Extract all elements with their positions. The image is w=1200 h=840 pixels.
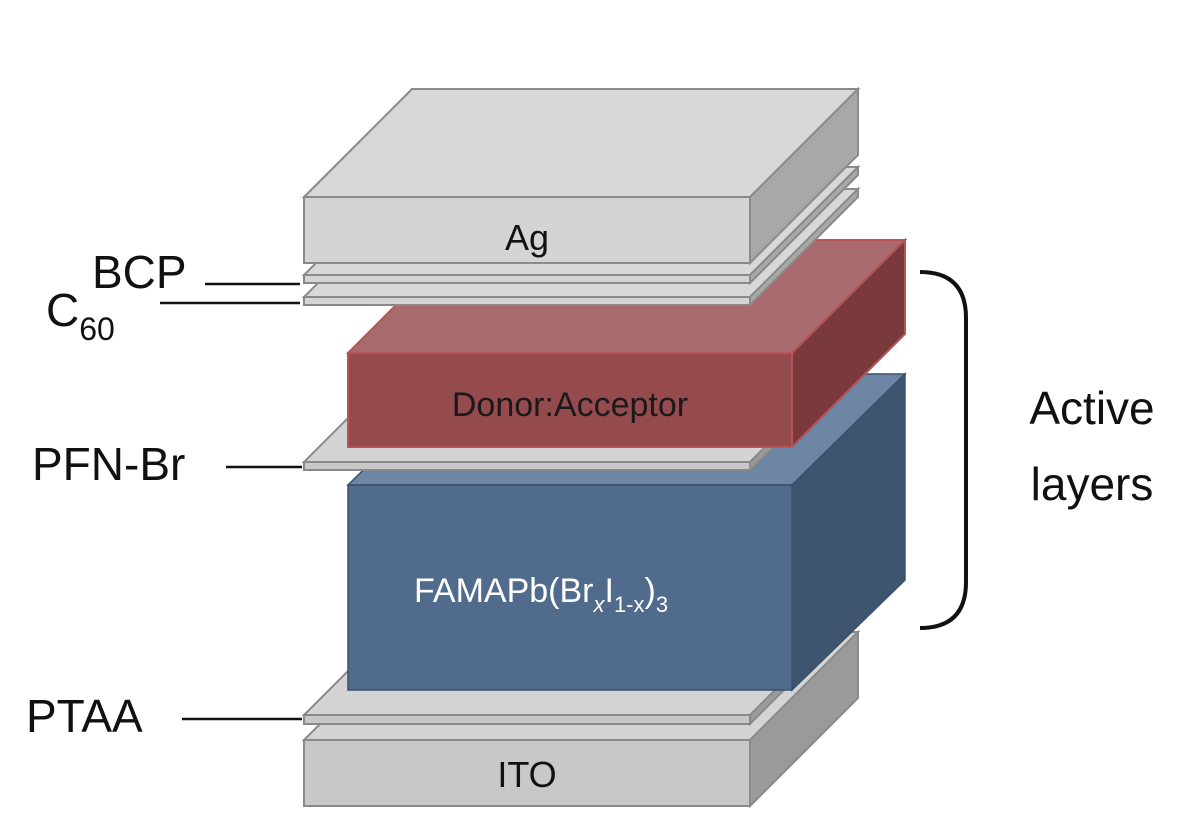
donor-acceptor-front — [347, 352, 793, 448]
active-layers-label-line2: layers — [1031, 458, 1154, 510]
ito-label: ITO — [497, 754, 556, 795]
ag-layer: Ag — [301, 86, 861, 266]
pfnbr-label: PFN-Br — [32, 438, 185, 490]
ptaa-front — [303, 714, 751, 725]
perovskite-label: FAMAPb(BrxI1-x)3 — [414, 572, 668, 617]
pfnbr-front — [303, 461, 751, 471]
perovskite-front — [347, 484, 793, 691]
active-layers-bracket — [919, 270, 968, 630]
bcp-front — [303, 274, 751, 284]
ag-label: Ag — [505, 217, 549, 258]
bcp-label: BCP — [92, 246, 187, 298]
ag-front — [303, 196, 751, 264]
donor-acceptor-label: Donor:Acceptor — [452, 386, 688, 424]
perovskite-layer: FAMAPb(BrxI1-x)3 — [346, 372, 907, 692]
ito-front — [303, 739, 751, 807]
c60-front — [303, 296, 751, 306]
c60-label: C60 — [46, 284, 115, 347]
active-layers-label: Active — [1029, 382, 1154, 434]
ptaa-label: PTAA — [26, 690, 143, 742]
